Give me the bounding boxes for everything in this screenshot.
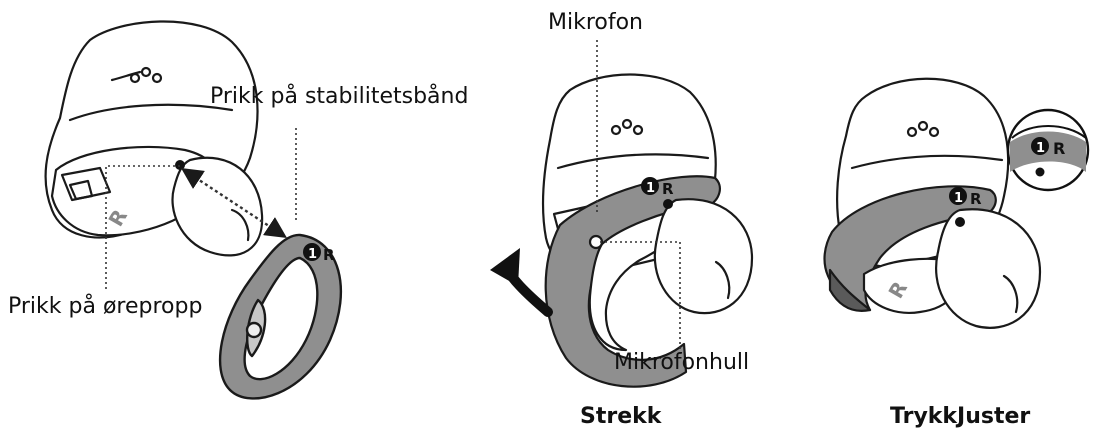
svg-text:1: 1 [308,247,317,262]
leader-lines-panel-1 [105,128,297,292]
svg-text:1: 1 [1036,141,1045,156]
earbud-panel-3: R [823,77,1042,329]
earbud-panel-1: R [44,20,264,257]
svg-text:R: R [970,190,982,208]
earbud-panel-2 [541,73,754,388]
label-eartip-dot: Prikk på ørepropp [8,294,203,319]
stability-band-panel-1: 1 R [218,233,343,400]
label-microphone-hole: Mikrofonhull [614,350,750,375]
zoom-callout-icon: 1 R [1006,108,1090,192]
svg-text:R: R [1053,139,1065,158]
arrow-curved-icon [490,248,553,317]
leader-lines-panel-2 [596,40,681,358]
label-microphone: Mikrofon [548,10,644,35]
label-stability-band-dot: Prikk på stabilitetsbånd [210,84,469,109]
svg-text:R: R [323,246,335,264]
svg-text:1: 1 [646,181,655,196]
band-badge-panel-2: 1 R [641,177,674,198]
svg-text:1: 1 [954,191,963,206]
band-badge-panel-3: 1 R [949,187,982,208]
caption-step-3: TrykkJuster [890,404,1031,429]
caption-step-2: Strekk [580,404,662,429]
svg-text:R: R [662,180,674,198]
